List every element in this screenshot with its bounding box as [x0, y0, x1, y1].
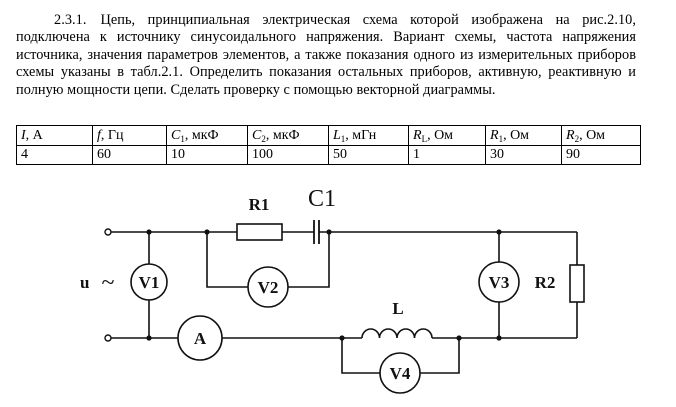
value-cell: 1: [408, 145, 486, 165]
terminal-bottom: [104, 334, 112, 342]
v4-label: V4: [390, 364, 411, 383]
ammeter: [177, 315, 223, 361]
value-cell: 60: [92, 145, 167, 165]
header-cell: L1, мГн: [328, 125, 409, 146]
junction-dot: [339, 335, 345, 341]
c1-label: C1: [308, 186, 336, 212]
problem-text: Цепь, принципиальная электрическая схема…: [16, 12, 636, 98]
value-cell: 100: [247, 145, 329, 165]
terminal-top: [104, 228, 112, 236]
voltmeter-v1: [130, 263, 168, 301]
resistor-r1: [236, 223, 283, 241]
v3-label: V3: [489, 273, 510, 292]
resistor-r2: [569, 264, 585, 303]
table-header-row: I, А f, Гц C1, мкФ C2, мкФ L1, мГн RL, О…: [16, 125, 641, 146]
ammeter-label: A: [194, 329, 207, 348]
inductor-l: [361, 328, 433, 339]
voltmeter-v2: [247, 266, 289, 308]
header-cell: I, А: [16, 125, 93, 146]
header-cell: R1, Ом: [485, 125, 562, 146]
parameters-table: I, А f, Гц C1, мкФ C2, мкФ L1, мГн RL, О…: [16, 125, 641, 165]
junction-dot: [146, 335, 152, 341]
problem-number: 2.3.1.: [54, 12, 87, 28]
header-cell: R2, Ом: [561, 125, 641, 146]
value-cell: 90: [561, 145, 641, 165]
junction-dot: [496, 229, 502, 235]
value-cell: 4: [16, 145, 93, 165]
junction-dot: [146, 229, 152, 235]
capacitor-c1: [313, 220, 320, 244]
problem-statement: 2.3.1.Цепь, принципиальная электрическая…: [16, 12, 636, 99]
header-cell: f, Гц: [92, 125, 167, 146]
header-cell: C1, мкФ: [166, 125, 248, 146]
header-cell: RL, Ом: [408, 125, 486, 146]
junction-dot: [326, 229, 332, 235]
junction-dot: [456, 335, 462, 341]
v1-label: V1: [139, 273, 160, 292]
v2-label: V2: [258, 278, 279, 297]
header-cell: C2, мкФ: [247, 125, 329, 146]
table-row: 4 60 10 100 50 1 30 90: [16, 145, 641, 165]
voltmeter-v4: [379, 352, 421, 394]
junction-dots: [146, 229, 502, 341]
voltmeter-v3: [478, 261, 520, 303]
r2-label: R2: [535, 273, 556, 292]
l-label: L: [392, 299, 403, 318]
ac-source-icon: ~: [102, 270, 115, 296]
source-label: u: [80, 273, 89, 292]
junction-dot: [204, 229, 210, 235]
top-wire: [111, 231, 578, 265]
problem-paragraph: 2.3.1.Цепь, принципиальная электрическая…: [16, 12, 636, 99]
circuit-diagram: V1 u ~ R1 C1 V2 A L V4 V3 R2: [80, 186, 585, 394]
junction-dot: [496, 335, 502, 341]
value-cell: 50: [328, 145, 409, 165]
r1-label: R1: [249, 195, 270, 214]
value-cell: 30: [485, 145, 562, 165]
value-cell: 10: [166, 145, 248, 165]
bottom-wire: [111, 302, 578, 339]
